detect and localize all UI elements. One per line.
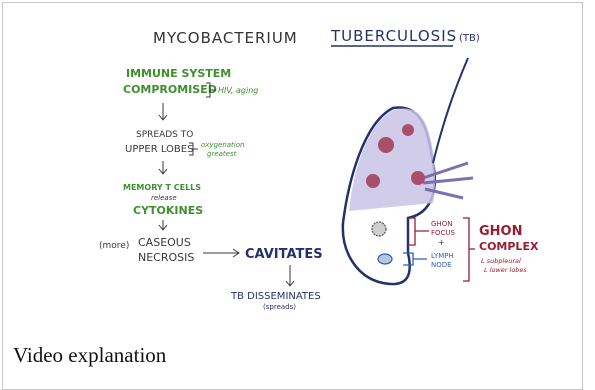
step4-prefix: (more) bbox=[99, 241, 129, 251]
ghon-complex-bracket bbox=[463, 218, 475, 281]
lymph-node-lesion bbox=[378, 254, 392, 264]
ghon-complex-note1: L subpleural bbox=[481, 257, 521, 265]
step3-line2: release bbox=[151, 194, 177, 202]
arrow-to-disseminates bbox=[286, 265, 294, 286]
step2-line2: UPPER LOBES bbox=[125, 144, 193, 155]
disseminates-line2: (spreads) bbox=[263, 303, 296, 311]
ghon-focus-line2: FOCUS bbox=[431, 229, 456, 237]
ghon-complex-note2: L lower lobes bbox=[484, 266, 527, 274]
lung-top-right-edge bbox=[433, 58, 468, 163]
lesion-1 bbox=[378, 137, 394, 153]
step1-line2: COMPROMISED bbox=[123, 83, 217, 96]
title-abbrev: (TB) bbox=[459, 33, 480, 44]
lymph-node-line1: LYMPH bbox=[431, 252, 454, 260]
step3-line1: MEMORY T CELLS bbox=[123, 183, 201, 192]
step2-note2: greatest bbox=[207, 150, 237, 158]
step2-note1: oxygenation bbox=[201, 141, 244, 149]
image-frame: MYCOBACTERIUM TUBERCULOSIS (TB) IMMUNE S… bbox=[2, 2, 583, 390]
tb-diagram: MYCOBACTERIUM TUBERCULOSIS (TB) IMMUNE S… bbox=[13, 13, 578, 313]
ghon-complex-line1: GHON bbox=[479, 224, 522, 239]
step3-line3: CYTOKINES bbox=[133, 204, 203, 217]
lung-illustration bbox=[343, 58, 473, 284]
ghon-focus-plus: + bbox=[438, 238, 445, 247]
lung-infected-region bbox=[349, 109, 435, 211]
ghon-focus-line1: GHON bbox=[431, 220, 452, 228]
lesion-4 bbox=[366, 174, 380, 188]
arrow-3 bbox=[159, 220, 167, 230]
step1-note: HIV, aging bbox=[218, 86, 258, 95]
arrow-2 bbox=[159, 161, 167, 174]
step2-line1: SPREADS TO bbox=[136, 130, 193, 140]
arrow-to-cavitates bbox=[203, 249, 239, 257]
lesion-3 bbox=[411, 171, 425, 185]
cavitates-label: CAVITATES bbox=[245, 247, 323, 262]
title-tuberculosis: TUBERCULOSIS bbox=[330, 27, 457, 45]
lymph-node-line2: NODE bbox=[431, 261, 452, 269]
arrow-1 bbox=[159, 103, 167, 120]
lesion-2 bbox=[402, 124, 414, 136]
ghon-focus-lesion bbox=[372, 222, 386, 236]
step4-line1: CASEOUS bbox=[138, 236, 191, 249]
step4-line2: NECROSIS bbox=[138, 251, 194, 264]
step1-line1: IMMUNE SYSTEM bbox=[126, 67, 231, 80]
video-explanation-caption: Video explanation bbox=[13, 343, 166, 368]
ghon-complex-line2: COMPLEX bbox=[479, 240, 539, 253]
disseminates-line1: TB DISSEMINATES bbox=[230, 291, 321, 302]
title-mycobacterium: MYCOBACTERIUM bbox=[153, 29, 298, 47]
ghon-focus-bracket bbox=[408, 218, 429, 245]
